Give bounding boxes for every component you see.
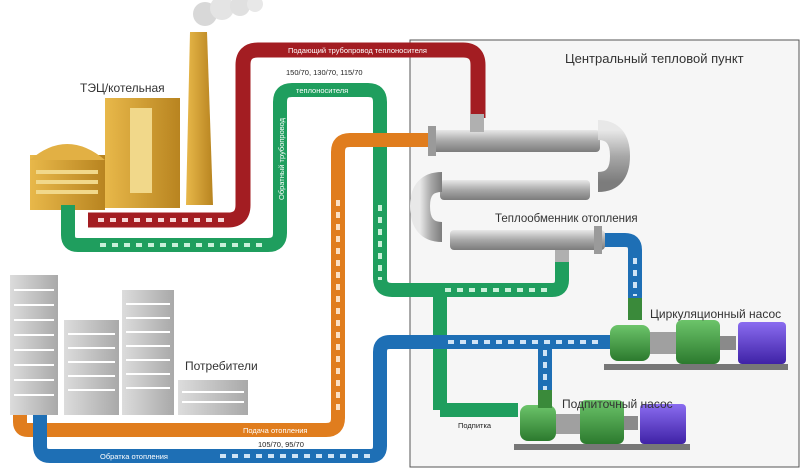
- return-primary-pipe: теплоносителя Обратный трубопровод Подпи…: [61, 83, 569, 430]
- heating-temps-label: 105/70, 95/70: [258, 440, 304, 449]
- makeup-label: Подпитка: [458, 421, 492, 430]
- heat-exchanger-label: Теплообменник отопления: [495, 213, 638, 225]
- consumers-label: Потребители: [185, 359, 258, 373]
- supply-primary-pipe: Подающий трубопровод теплоносителя 150/7…: [88, 42, 486, 228]
- heating-return-label: Обратка отопления: [100, 452, 168, 461]
- circulation-pump: Циркуляционный насос: [604, 298, 788, 370]
- consumer-buildings: Потребители: [10, 275, 258, 415]
- return-primary-side-label: Обратный трубопровод: [277, 117, 286, 200]
- heating-supply-pipe: Подача отопления 105/70, 95/70: [13, 133, 432, 449]
- supply-primary-label: Подающий трубопровод теплоносителя: [288, 46, 427, 55]
- circulation-pump-label: Циркуляционный насос: [650, 307, 781, 321]
- power-plant: ТЭЦ/котельная: [30, 32, 213, 210]
- supply-primary-temps: 150/70, 130/70, 115/70: [286, 68, 363, 77]
- smoke: [193, 0, 263, 26]
- makeup-pump: Подпиточный насос: [514, 390, 690, 450]
- heating-supply-label: Подача отопления: [243, 426, 307, 435]
- makeup-pump-label: Подпиточный насос: [562, 397, 673, 411]
- cts-box-label: Центральный тепловой пункт: [565, 51, 744, 66]
- heat-exchanger: Теплообменник отопления: [409, 114, 638, 262]
- return-primary-upper-label: теплоносителя: [296, 86, 348, 95]
- plant-label: ТЭЦ/котельная: [80, 81, 165, 95]
- heating-return-pipe: Обратка отопления: [33, 233, 642, 463]
